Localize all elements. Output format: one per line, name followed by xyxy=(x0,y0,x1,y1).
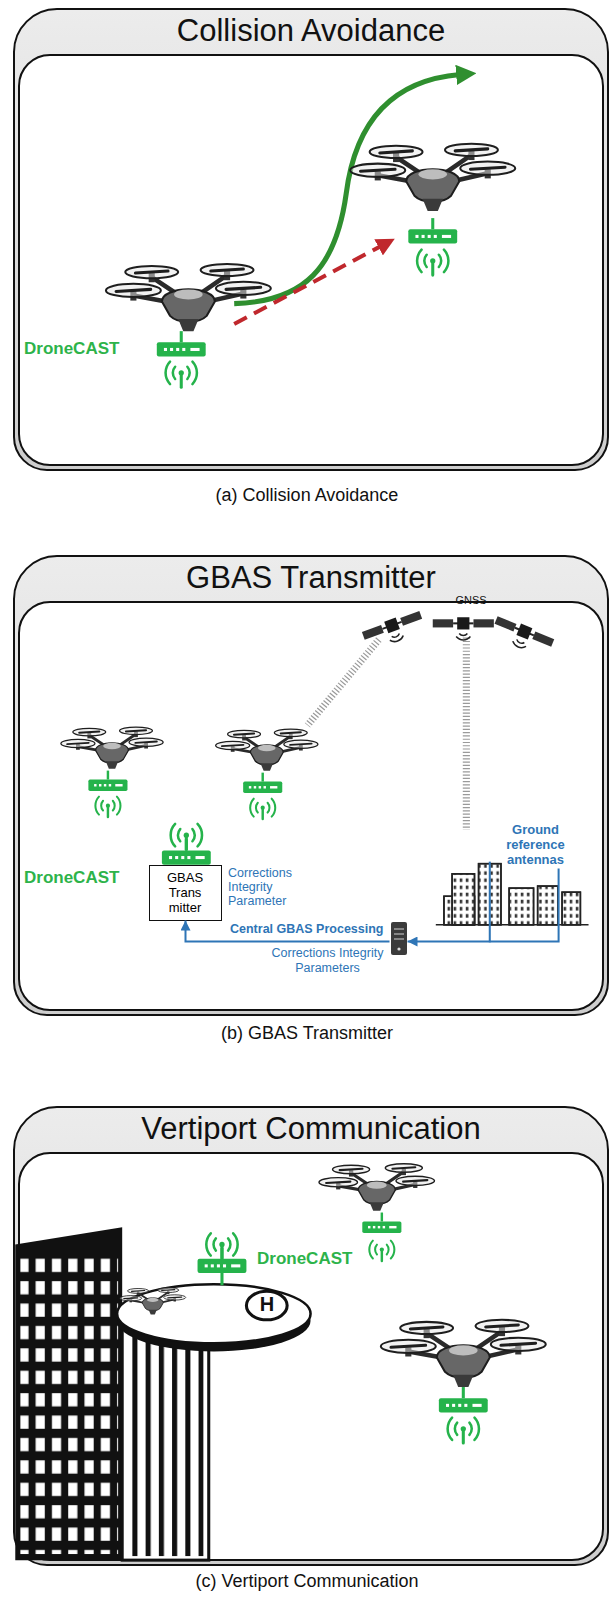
city-buildings xyxy=(436,864,589,925)
drone-icon xyxy=(61,727,163,769)
drone-icon xyxy=(216,729,318,771)
satellite-icon xyxy=(490,614,555,658)
server-slot xyxy=(394,938,404,940)
server-led xyxy=(397,947,400,950)
radio-waves xyxy=(369,1241,394,1261)
dronecast-device xyxy=(157,331,206,356)
drone-icon xyxy=(319,1164,434,1211)
dronecast-device xyxy=(439,1387,488,1412)
node-label: Ground reference antennas xyxy=(503,822,569,867)
panel-title: GBAS Transmitter xyxy=(15,557,607,599)
dronecast-device xyxy=(362,1213,401,1233)
server-node: Central GBAS Processing xyxy=(390,921,408,956)
drone-icon xyxy=(106,264,271,331)
dronecast-device xyxy=(162,839,211,864)
figure-caption: (c) Vertiport Communication xyxy=(195,1571,418,1592)
helipad-letter: H xyxy=(260,1293,274,1316)
box-label: GBAS Trans mitter xyxy=(162,870,208,915)
panel-frame: Collision Avoidance xyxy=(13,8,609,471)
antenna-feed xyxy=(489,862,491,943)
radio-waves xyxy=(250,799,275,819)
gnss-signal xyxy=(308,640,379,726)
vertiport-building xyxy=(15,1227,310,1560)
drone-icon xyxy=(381,1320,546,1387)
dronecast-device xyxy=(408,218,457,243)
server-slot xyxy=(394,928,404,930)
signal-arrow xyxy=(408,869,559,942)
radio-waves xyxy=(166,362,197,387)
device-label: DroneCAST xyxy=(257,1249,352,1269)
antenna-group: Ground reference antennas xyxy=(503,822,569,867)
satellite-icon xyxy=(433,617,494,640)
device-label: DroneCAST xyxy=(24,339,119,359)
gnss-signal xyxy=(463,638,470,830)
satellite-icon xyxy=(361,609,426,651)
radio-waves xyxy=(417,250,448,275)
panel-body xyxy=(18,54,604,466)
dronecast-device xyxy=(88,771,127,791)
node-heading: Central GBAS Processing xyxy=(230,922,384,937)
device-mount xyxy=(220,1273,223,1285)
dronecast-device xyxy=(198,1248,247,1273)
panel-title: Collision Avoidance xyxy=(15,10,607,52)
figure-caption: (b) GBAS Transmitter xyxy=(221,1023,393,1044)
server-slot xyxy=(394,933,404,935)
radio-waves xyxy=(448,1418,479,1443)
data-note: Corrections Integrity Parameter xyxy=(228,866,304,908)
constellation-label: GNSS xyxy=(455,594,486,607)
drone-icon xyxy=(350,144,515,211)
radio-waves xyxy=(95,797,120,817)
edge-label: Corrections Integrity Parameters xyxy=(271,946,385,976)
dronecast-device xyxy=(243,773,282,793)
figure-caption: (a) Collision Avoidance xyxy=(216,485,399,506)
drone-icon xyxy=(120,1288,186,1315)
server-icon xyxy=(390,921,408,956)
signal-arrow xyxy=(186,921,390,942)
transmitter-box: GBAS Trans mitter xyxy=(149,865,222,921)
server-case xyxy=(391,922,407,955)
device-label: DroneCAST xyxy=(24,868,119,888)
panel-title: Vertiport Communication xyxy=(15,1108,607,1150)
